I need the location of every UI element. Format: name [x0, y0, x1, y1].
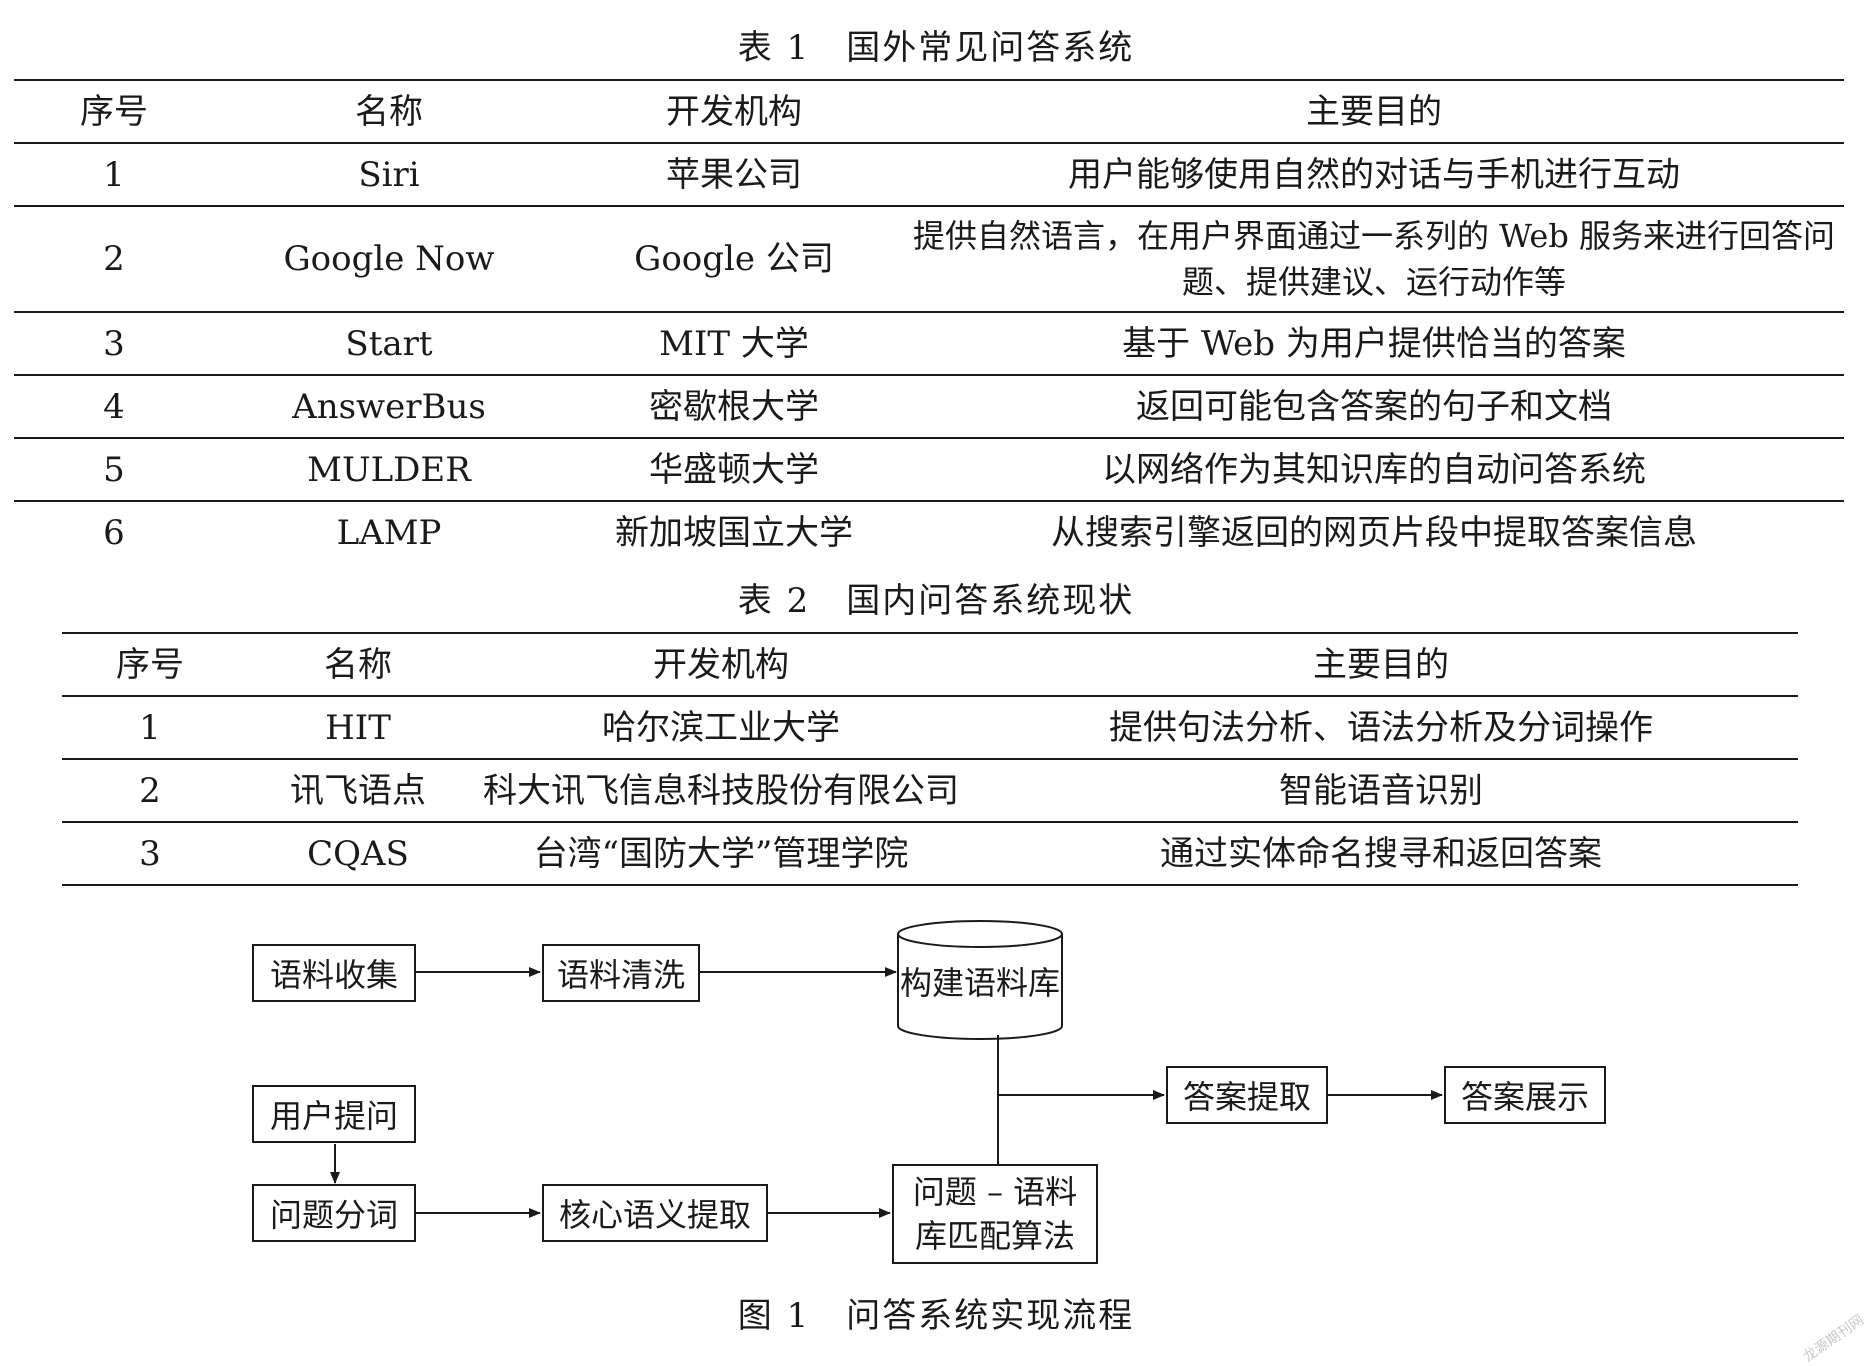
table-cell: LAMP — [336, 513, 442, 553]
table-cell: 6 — [103, 513, 125, 553]
table-row: 1 HIT 哈尔滨工业大学 提供句法分析、语法分析及分词操作 — [62, 696, 1798, 760]
table1-header: 名称 — [214, 79, 564, 144]
table-row: 3 Start MIT 大学 基于 Web 为用户提供恰当的答案 — [14, 312, 1844, 376]
table-cell: 苹果公司 — [564, 143, 904, 207]
table-cell: 哈尔滨工业大学 — [478, 696, 964, 760]
table-cell: 返回可能包含答案的句子和文档 — [904, 375, 1844, 439]
table1-header: 开发机构 — [564, 79, 904, 144]
table2-header-row: 序号 名称 开发机构 主要目的 — [62, 632, 1798, 697]
table2-caption: 表 2 国内问答系统现状 — [737, 581, 1135, 621]
figure1-caption: 图 1 问答系统实现流程 — [737, 1296, 1135, 1336]
node-corpus-clean: 语料清洗 — [542, 944, 700, 1002]
table-cell: 台湾“国防大学”管理学院 — [478, 822, 964, 886]
table-cell: 3 — [62, 822, 238, 886]
node-answer-extract: 答案提取 — [1166, 1066, 1328, 1124]
node-user-question: 用户提问 — [252, 1085, 416, 1143]
table-cell: 讯飞语点 — [238, 759, 478, 823]
table-cell: Google 公司 — [564, 206, 904, 313]
table-row: 6 LAMP 新加坡国立大学 从搜索引擎返回的网页片段中提取答案信息 — [14, 501, 1844, 564]
table-cell: 通过实体命名搜寻和返回答案 — [964, 822, 1798, 886]
table-cell: Google Now — [214, 206, 564, 313]
table-cell: 基于 Web 为用户提供恰当的答案 — [904, 312, 1844, 376]
table-cell: 华盛顿大学 — [564, 438, 904, 502]
node-match-algorithm: 问题 – 语料 库匹配算法 — [892, 1164, 1098, 1264]
table-cell: 科大讯飞信息科技股份有限公司 — [478, 759, 964, 823]
table-cell: 4 — [14, 375, 214, 439]
node-core-semantic: 核心语义提取 — [542, 1184, 768, 1242]
table1: 序号 名称 开发机构 主要目的 1 Siri 苹果公司 用户能够使用自然的对话与… — [14, 79, 1844, 564]
table-cell: 从搜索引擎返回的网页片段中提取答案信息 — [1051, 513, 1697, 553]
table1-caption: 表 1 国外常见问答系统 — [737, 28, 1135, 68]
table-cell: 1 — [14, 143, 214, 207]
table2: 序号 名称 开发机构 主要目的 1 HIT 哈尔滨工业大学 提供句法分析、语法分… — [62, 632, 1798, 886]
node-corpus-collect: 语料收集 — [252, 944, 416, 1002]
table1-header-row: 序号 名称 开发机构 主要目的 — [14, 79, 1844, 144]
table-cell: 密歇根大学 — [564, 375, 904, 439]
node-question-segment: 问题分词 — [252, 1184, 416, 1242]
table-cell: Siri — [214, 143, 564, 207]
table2-header: 开发机构 — [478, 632, 964, 697]
table-cell: 3 — [14, 312, 214, 376]
table-cell: 以网络作为其知识库的自动问答系统 — [904, 438, 1844, 502]
table-cell: 5 — [14, 438, 214, 502]
table1-header: 序号 — [14, 79, 214, 144]
table-cell: AnswerBus — [214, 375, 564, 439]
table2-header: 序号 — [62, 632, 238, 697]
node-answer-display: 答案展示 — [1444, 1066, 1606, 1124]
node-build-corpus: 构建语料库 — [899, 964, 1060, 1002]
table-cell: 新加坡国立大学 — [615, 513, 853, 553]
table-cell: Start — [214, 312, 564, 376]
database-cylinder — [897, 920, 1063, 1040]
table-row: 4 AnswerBus 密歇根大学 返回可能包含答案的句子和文档 — [14, 375, 1844, 439]
table-row: 2 Google Now Google 公司 提供自然语言，在用户界面通过一系列… — [14, 206, 1844, 313]
table-cell: 2 — [14, 206, 214, 313]
table-cell: 提供句法分析、语法分析及分词操作 — [964, 696, 1798, 760]
table-cell: 2 — [62, 759, 238, 823]
table-cell: HIT — [238, 696, 478, 760]
table-cell: 1 — [62, 696, 238, 760]
table-cell: 用户能够使用自然的对话与手机进行互动 — [904, 143, 1844, 207]
table2-header: 主要目的 — [964, 632, 1798, 697]
table1-header: 主要目的 — [904, 79, 1844, 144]
table-cell: 智能语音识别 — [964, 759, 1798, 823]
table-row: 2 讯飞语点 科大讯飞信息科技股份有限公司 智能语音识别 — [62, 759, 1798, 823]
table-row: 1 Siri 苹果公司 用户能够使用自然的对话与手机进行互动 — [14, 143, 1844, 207]
table-row: 3 CQAS 台湾“国防大学”管理学院 通过实体命名搜寻和返回答案 — [62, 822, 1798, 886]
table-cell: 提供自然语言，在用户界面通过一系列的 Web 服务来进行回答问题、提供建议、运行… — [904, 206, 1844, 313]
table2-header: 名称 — [238, 632, 478, 697]
node-match-line2: 库匹配算法 — [914, 1217, 1075, 1255]
table-cell: MULDER — [214, 438, 564, 502]
table-row: 5 MULDER 华盛顿大学 以网络作为其知识库的自动问答系统 — [14, 438, 1844, 502]
table-cell: MIT 大学 — [564, 312, 904, 376]
node-match-line1: 问题 – 语料 — [912, 1173, 1078, 1211]
table-cell: CQAS — [238, 822, 478, 886]
